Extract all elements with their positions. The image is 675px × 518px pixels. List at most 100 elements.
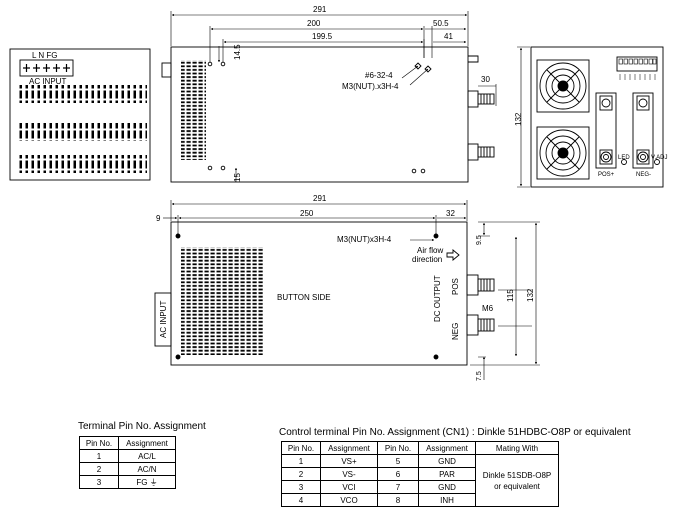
top-hole-3 [207,165,213,171]
bottom-dim-9: 9 [156,214,161,223]
table-header-row: Pin No. Assignment [79,436,176,450]
top-hole-6 [420,168,426,174]
top-nut-1 [414,62,422,70]
top-screw-label-2: M3(NUT).x3H-4 [342,82,399,91]
table-cell: VCO [320,493,378,507]
right-end-outline [530,46,664,188]
table-cell: 6 [377,467,419,481]
vent-slots-row-1 [16,85,147,103]
table-header-cell: Assignment [320,441,378,455]
top-hole-4 [220,165,226,171]
top-left-tab [161,62,172,78]
bottom-dim-9-5: 9.5 [476,235,483,245]
bottom-pos-label: POS [451,278,460,295]
bottom-view [154,221,495,366]
table-row: 3 VCI 7 GND [281,480,559,494]
top-hole-5 [411,168,417,174]
led-label: LED [618,155,630,161]
table-row: 2 VS- 6 PAR [281,467,559,481]
control-pin-table: Pin No. Assignment Pin No. Assignment Ma… [281,441,559,507]
top-view [161,46,495,183]
table-cell: PAR [418,467,476,481]
right-end-view [530,46,664,188]
table-cell: 8 [377,493,419,507]
airflow-arrow [446,249,460,261]
table-cell: 7 [377,480,419,494]
m6-label: M6 [482,304,494,313]
mating-with-cell: Dinkle 51SDB-O8P or equivalent [475,454,559,507]
bottom-output-studs [466,274,495,336]
table-header-cell: Pin No. [377,441,419,455]
led-indicator [621,159,627,165]
bottom-dim-115: 115 [506,289,515,302]
cn1-connector [616,56,658,72]
airflow-label-1: Air flow [417,246,443,255]
bottom-dim-250: 250 [300,209,314,218]
table-cell: VS- [320,467,378,481]
bottom-dim-32: 32 [446,209,455,218]
left-end-outline [9,48,151,181]
bottom-dim-132: 132 [526,288,535,302]
top-screw-label-1: #6-32-4 [365,71,393,80]
vadj-potentiometer [654,159,660,165]
left-end-view [9,48,151,181]
table-cell: AC/L [118,449,176,463]
top-output-studs [467,90,495,161]
bottom-dim-7-5: 7.5 [476,371,483,381]
top-right-flange [468,55,479,63]
terminal-table-title: Terminal Pin No. Assignment [78,421,206,432]
bottom-hole-1 [175,233,181,239]
bottom-nut-label: M3(NUT)x3H-4 [337,235,392,244]
top-dimensions [170,11,497,182]
table-cell: 2 [79,462,119,476]
terminal-screws [23,64,70,72]
button-side-label: BUTTON SIDE [277,293,331,302]
control-table-title: Control terminal Pin No. Assignment (CN1… [279,427,631,438]
table-cell: 5 [377,454,419,468]
right-dim-132: 132 [514,112,523,126]
table-cell: AC/N [118,462,176,476]
table-cell: 4 [281,493,321,507]
terminal-marks-label: L N FG [32,51,57,60]
neg-output-bar [632,92,654,169]
table-row: 2 AC/N [79,462,176,476]
table-row: 1 VS+ 5 GND Dinkle 51SDB-O8P or equivale… [281,454,559,507]
top-dim-30: 30 [481,75,490,84]
bottom-ac-input-label: AC INPUT [159,301,168,338]
top-hole-2 [220,61,226,67]
table-header-cell: Mating With [475,441,559,455]
top-vents [181,60,206,160]
top-dim-50-5: 50.5 [433,19,449,28]
top-dim-15: 15 [233,173,242,182]
table-cell: GND [418,454,476,468]
table-cell: GND [418,480,476,494]
table-cell: VS+ [320,454,378,468]
terminal-pin-table: Pin No. Assignment 1 AC/L 2 AC/N 3 FG ⏚ [79,436,176,489]
table-cell: 1 [281,454,321,468]
bottom-dimensions [163,200,540,380]
table-cell: 3 [281,480,321,494]
top-dim-41: 41 [444,32,453,41]
vadj-label: V.ADJ [651,155,667,161]
table-header-cell: Assignment [418,441,476,455]
bottom-ac-input-block [154,292,172,347]
bottom-hole-4 [433,354,439,360]
table-row: 3 FG ⏚ [79,475,176,489]
top-dim-291: 291 [313,5,327,14]
bottom-hole-3 [433,233,439,239]
top-nut-2 [424,65,432,73]
cn1-pins [618,58,657,80]
airflow-label-2: direction [412,255,442,264]
pos-label: POS+ [598,172,615,178]
bottom-hole-2 [175,354,181,360]
vent-slots-row-2 [16,123,147,141]
top-hole-1 [207,61,213,67]
ac-terminal-block [19,59,74,77]
table-cell: 2 [281,467,321,481]
left-ac-input-label: AC INPUT [29,77,66,86]
table-row: 1 AC/L [79,449,176,463]
dc-output-label: DC OUTPUT [433,275,442,322]
top-dim-14-5: 14.5 [233,44,242,60]
bottom-vents [181,247,264,355]
